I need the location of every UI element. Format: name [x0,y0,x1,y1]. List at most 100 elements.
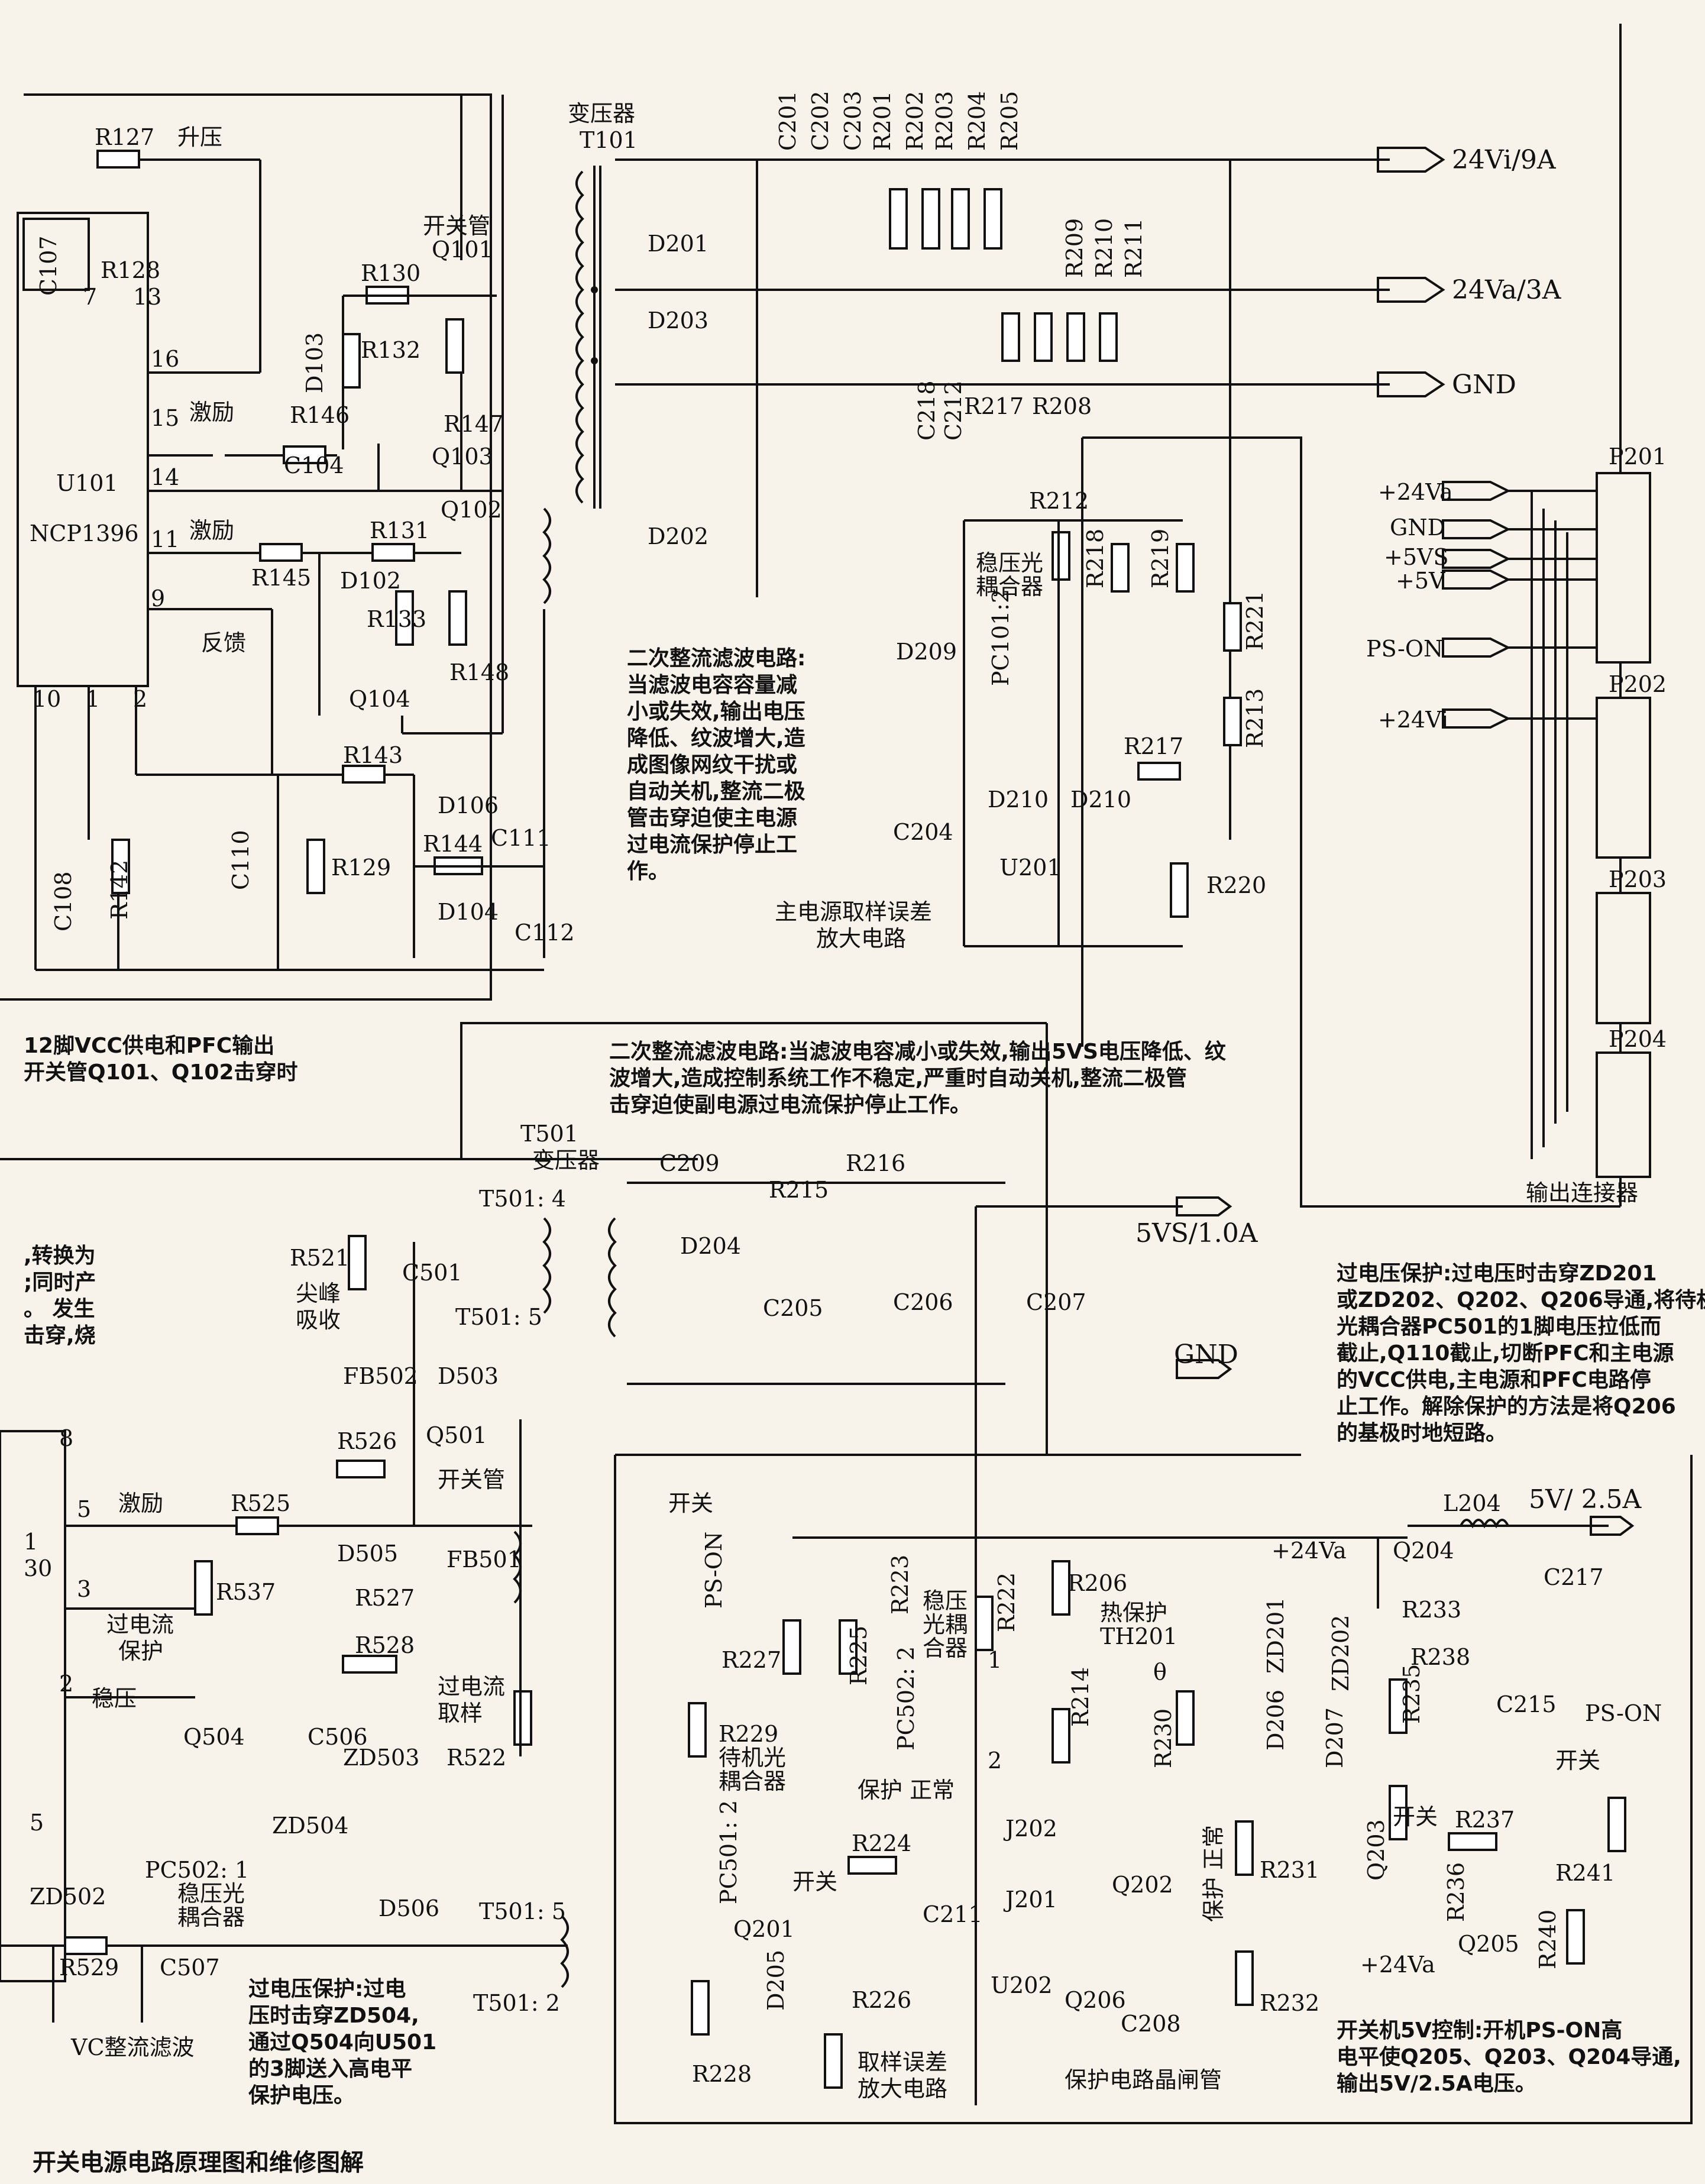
label-pin3: 3 [77,1576,91,1602]
label-c104: C104 [284,452,344,478]
label-ncp1396: NCP1396 [30,520,139,546]
label-p24va2: +24Va [1272,1538,1347,1564]
label-r201: R201 [869,91,895,151]
label-out24va: 24Va/3A [1452,275,1562,305]
label-q206: Q206 [1065,1987,1126,2013]
label-r528: R528 [355,1632,415,1658]
label-kaiguan4: 开关 [1555,1748,1600,1774]
label-p204: P204 [1609,1026,1667,1052]
label-r130: R130 [361,260,420,286]
protection-block [688,1478,1635,2105]
label-gnd: GND [1452,370,1516,400]
note-sec-main-8: 作。 [627,859,669,884]
label-zd504: ZD504 [272,1813,348,1839]
label-pin15: 15 [151,405,179,431]
label-r147: R147 [444,411,503,437]
label-d104: D104 [438,899,499,925]
label-p24va3: +24Va [1360,1952,1435,1978]
label-d102: D102 [340,568,401,594]
label-r522: R522 [447,1745,506,1771]
label-q504: Q504 [183,1724,245,1750]
label-pin9: 9 [151,585,165,611]
note-sec-main-7: 过电流保护停止工 [627,833,797,857]
label-quyang: 取样 [438,1700,483,1726]
label-r525: R525 [231,1490,290,1516]
label-zd502: ZD502 [30,1884,106,1910]
label-r521: R521 [290,1245,350,1271]
label-fb502: FB502 [343,1363,418,1389]
note-zd504-4: 保护电压。 [248,2083,355,2108]
label-c204: C204 [893,819,953,845]
label-pin10: 10 [33,686,61,712]
label-pin5b: 5 [30,1810,44,1836]
label-r142: R142 [106,860,132,920]
note-sec-main-3: 降低、纹波增大,造 [627,726,805,750]
label-jili2: 激励 [189,517,234,543]
label-d206: D206 [1263,1690,1289,1751]
q101-stage [225,95,504,491]
label-j202: J202 [1003,1816,1057,1842]
q102-stage [225,491,551,958]
label-c108: C108 [50,871,76,931]
label-baohu-zc2: 保护 正常 [1201,1825,1227,1922]
label-daiji1: 待机光 [719,1745,786,1771]
label-q101: Q101 [432,237,493,263]
label-p5vs: +5VS [1384,544,1449,570]
label-r215: R215 [769,1177,829,1203]
note-sec-sb-1: 波增大,造成控制系统工作不稳定,严重时自动关机,整流二极管 [609,1066,1187,1091]
label-c209: C209 [659,1150,720,1176]
label-r222: R222 [994,1573,1020,1632]
label-c110: C110 [228,830,254,890]
label-r229: R229 [719,1721,778,1747]
label-shengya: 升压 [177,124,222,150]
label-quyang2: 取样误差 [858,2049,947,2075]
label-t501: T501 [520,1121,578,1147]
label-t501-4: T501: 4 [479,1186,566,1212]
label-d210b: D210 [1070,787,1131,813]
label-p24vi: +24Vi [1378,707,1448,733]
label-zd201: ZD201 [1263,1597,1289,1674]
label-l204: L204 [1443,1490,1501,1516]
label-r210: R210 [1091,218,1117,278]
label-t501-2: T501: 2 [473,1990,560,2016]
label-p202: P202 [1609,671,1667,697]
annotation-notes: 12脚VCC供电和PFC输出 开关管Q101、Q102击穿时 二次整流滤波电路:… [24,646,1705,2176]
label-c112: C112 [515,920,575,946]
label-r218: R218 [1082,529,1108,588]
label-pc502-1: PC502: 1 [145,1857,249,1883]
label-d201: D201 [648,231,708,257]
label-fangda2: 放大电路 [858,2076,947,2102]
label-t501-5: T501: 5 [455,1304,542,1330]
label-vc: VC整流滤波 [70,2034,195,2060]
label-d210: D210 [988,787,1049,813]
label-c111: C111 [491,825,551,851]
label-r223: R223 [887,1555,913,1614]
label-guodianliu: 过电流 [106,1612,174,1638]
label-t501-5b: T501: 5 [479,1898,566,1924]
label-guang2: 光耦 [923,1612,968,1638]
connector-p204 [1596,1051,1651,1178]
label-th201: TH201 [1100,1623,1177,1649]
label-r148: R148 [449,659,509,685]
label-pin13: 13 [133,284,161,310]
label-u202: U202 [991,1972,1053,1998]
label-q205: Q205 [1458,1931,1519,1957]
label-wenya: 稳压 [92,1685,137,1711]
label-zd503: ZD503 [343,1745,419,1771]
standby-bottom [0,1915,569,2023]
label-r232: R232 [1260,1990,1319,2016]
label-r146: R146 [290,402,350,428]
label-rebaohu: 热保护 [1100,1600,1167,1626]
label-r129: R129 [331,855,391,881]
label-d503: D503 [438,1363,499,1389]
note-ovp-6: 的基极时地短路。 [1337,1421,1507,1445]
label-zhuqy2: 放大电路 [816,926,906,952]
label-n2: 2 [988,1748,1002,1774]
label-r203: R203 [931,91,957,151]
label-r240: R240 [1535,1910,1561,1969]
label-r226: R226 [852,1987,911,2013]
label-kaiguanguan2: 开关管 [438,1467,505,1493]
label-p5v: +5V [1396,568,1445,594]
note-ovp-3: 截止,Q110截止,切断PFC和主电源 [1337,1341,1674,1366]
